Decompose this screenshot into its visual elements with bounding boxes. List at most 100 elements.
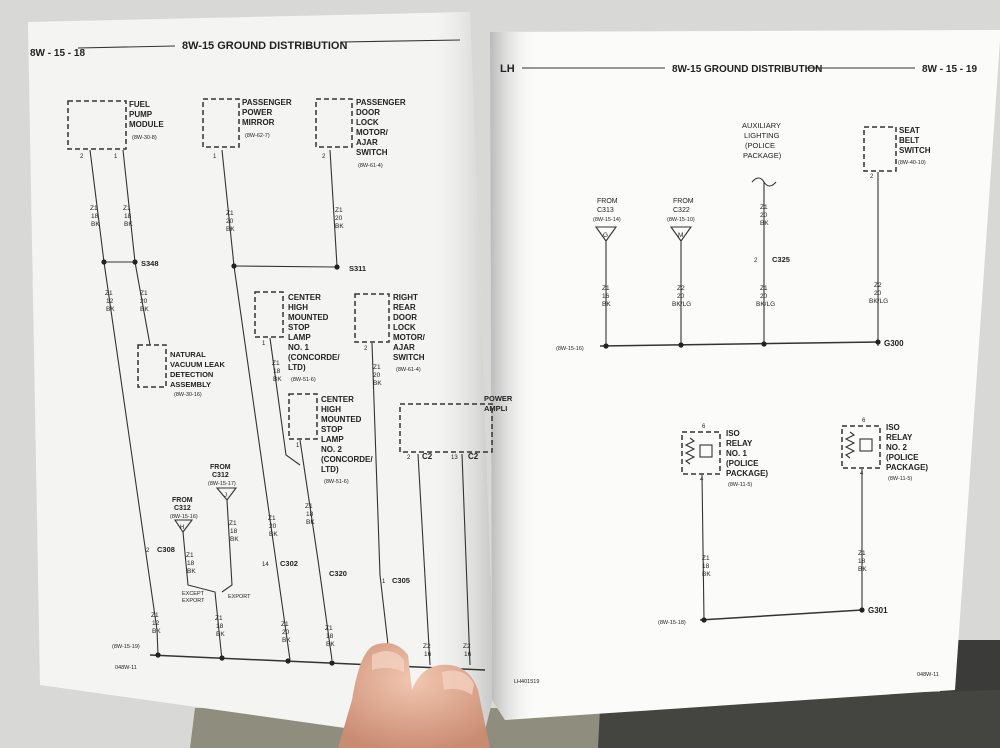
connector-c302: C302 (280, 559, 298, 568)
fuel-pump-label-2: PUMP (129, 110, 153, 119)
amp-label-1: POWER (484, 394, 513, 403)
splice-s348-label: S348 (141, 259, 159, 268)
r-wire-18-f: 18 (702, 563, 710, 570)
wire-label-16-r: 16 (464, 651, 472, 658)
from2-pin: J (224, 493, 227, 499)
wire-label-20-i: 20 (373, 372, 381, 379)
connector-c320: C320 (329, 569, 347, 578)
from2-ref: (8W-15-17) (208, 481, 236, 487)
wire-from-h (182, 531, 223, 661)
door-lock-label-5: AJAR (356, 138, 378, 147)
wire-label-z1-g: Z1 (272, 360, 280, 367)
chmsl2-box (288, 393, 318, 440)
mirror-label-2: POWER (242, 108, 272, 117)
wire-label-18-j: 18 (230, 528, 238, 535)
wire-label-18-p: 18 (326, 633, 334, 640)
wire-label-18-a: 18 (91, 213, 99, 220)
aux-label-4: PACKAGE) (743, 151, 782, 160)
seat-belt-label-2: BELT (899, 136, 919, 145)
mirror-label-3: MIRROR (242, 118, 275, 127)
wire-label-16-q: 16 (424, 651, 432, 658)
wire-label-bk-l: BK (269, 531, 278, 538)
export-label-b: EXPORT (228, 594, 251, 600)
relay1-pin-4: 4 (700, 477, 704, 483)
wire-label-20-l: 20 (269, 523, 277, 530)
wire-label-z1-a: Z1 (90, 205, 98, 212)
wire-label-z1-f: Z1 (140, 290, 148, 297)
amp-box (399, 403, 493, 453)
r-from2-ref: (8W-15-10) (667, 217, 695, 223)
r-wire-z1-b: Z1 (602, 285, 610, 292)
hand (338, 642, 490, 748)
r-from2-pin: M (678, 232, 683, 239)
wire-label-bk-o: BK (282, 637, 291, 644)
r-wire-z1-a: Z1 (760, 204, 768, 211)
wire-label-bk-m: BK (152, 628, 161, 635)
right-footer-ref: LH401519 (514, 679, 539, 685)
pin-chmsl1: 1 (262, 341, 266, 347)
left-ground-bus (149, 654, 486, 671)
aux-label-1: AUXILIARY (742, 121, 781, 130)
r-wire-z1-d: Z1 (760, 285, 768, 292)
door-lock-label-6: SWITCH (356, 148, 388, 157)
r-from1-ref: (8W-15-14) (593, 217, 621, 223)
r-wire-bk-f: BK (702, 571, 711, 578)
wire-label-z1-b: Z1 (123, 205, 131, 212)
fuel-pump-label-3: MODULE (129, 120, 164, 129)
door-lock-label-1: PASSENGER (356, 98, 406, 107)
chmsl1-label-2: HIGH (288, 303, 308, 312)
except-label: EXCEPT (182, 591, 205, 597)
wire-label-z1-i: Z1 (373, 364, 381, 371)
rr-door-label-4: LOCK (393, 323, 416, 332)
wire-label-z1-m: Z1 (151, 612, 159, 619)
relay2-pin-4: 4 (860, 471, 864, 477)
connector-c308: C308 (157, 545, 175, 554)
relay1-coil (684, 437, 696, 465)
wire-rr-door (371, 342, 391, 663)
wire-fuel-1 (89, 149, 159, 656)
pin-c305: 1 (382, 579, 386, 585)
ground-g301: G301 (868, 606, 888, 615)
right-splice-dots (603, 339, 881, 623)
wire-label-bk-f: BK (140, 306, 149, 313)
r-wire-bk-g: BK (858, 566, 867, 573)
chmsl2-label-3: MOUNTED (321, 415, 362, 424)
r-wire-bklg-e: BK/LG (869, 298, 888, 305)
wire-label-bk-k: BK (187, 568, 196, 575)
r-wire-z1-f: Z1 (702, 555, 710, 562)
left-splice-dots (101, 259, 340, 666)
relay1-contact (699, 444, 713, 458)
wire-label-bk-b: BK (124, 221, 133, 228)
left-page-number: 8W - 15 - 18 (30, 48, 85, 59)
wire-label-bk-i: BK (373, 380, 382, 387)
right-page-title: 8W-15 GROUND DISTRIBUTION (672, 64, 822, 75)
pin-c325: 2 (754, 258, 758, 264)
r-from2-conn: C322 (673, 207, 690, 214)
wire-label-z1-n: Z1 (215, 615, 223, 622)
nvld-label-4: ASSEMBLY (170, 380, 211, 389)
relay2-coil (844, 431, 856, 459)
wire-label-20-f: 20 (140, 298, 148, 305)
chmsl2-label-6: NO. 2 (321, 445, 342, 454)
pin-c308: 2 (146, 548, 150, 554)
wire-from-j (221, 499, 233, 593)
left-footer-ref: (8W-15-19) (112, 644, 140, 650)
from-h-triangle (173, 519, 194, 533)
wire-chmsl1 (269, 337, 301, 466)
rr-door-label-6: AJAR (393, 343, 415, 352)
pin-door-2: 2 (322, 154, 326, 160)
wire-label-z1-d: Z1 (335, 207, 343, 214)
door-lock-label-4: MOTOR/ (356, 128, 389, 137)
mirror-ref: (8W-62-7) (245, 133, 270, 139)
wire-label-bk-n: BK (216, 631, 225, 638)
fuel-pump-ref: (8W-30-8) (132, 135, 157, 141)
wire-label-z1-k: Z1 (186, 552, 194, 559)
wire-label-z2-q: Z2 (423, 643, 431, 650)
seat-belt-box (863, 126, 897, 172)
rr-door-label-1: RIGHT (393, 293, 418, 302)
wire-label-bk-j: BK (230, 536, 239, 543)
wire-label-bk-e: BK (106, 306, 115, 313)
r-wire-z2-c: Z2 (677, 285, 685, 292)
relay2-label-5: PACKAGE) (886, 463, 928, 472)
